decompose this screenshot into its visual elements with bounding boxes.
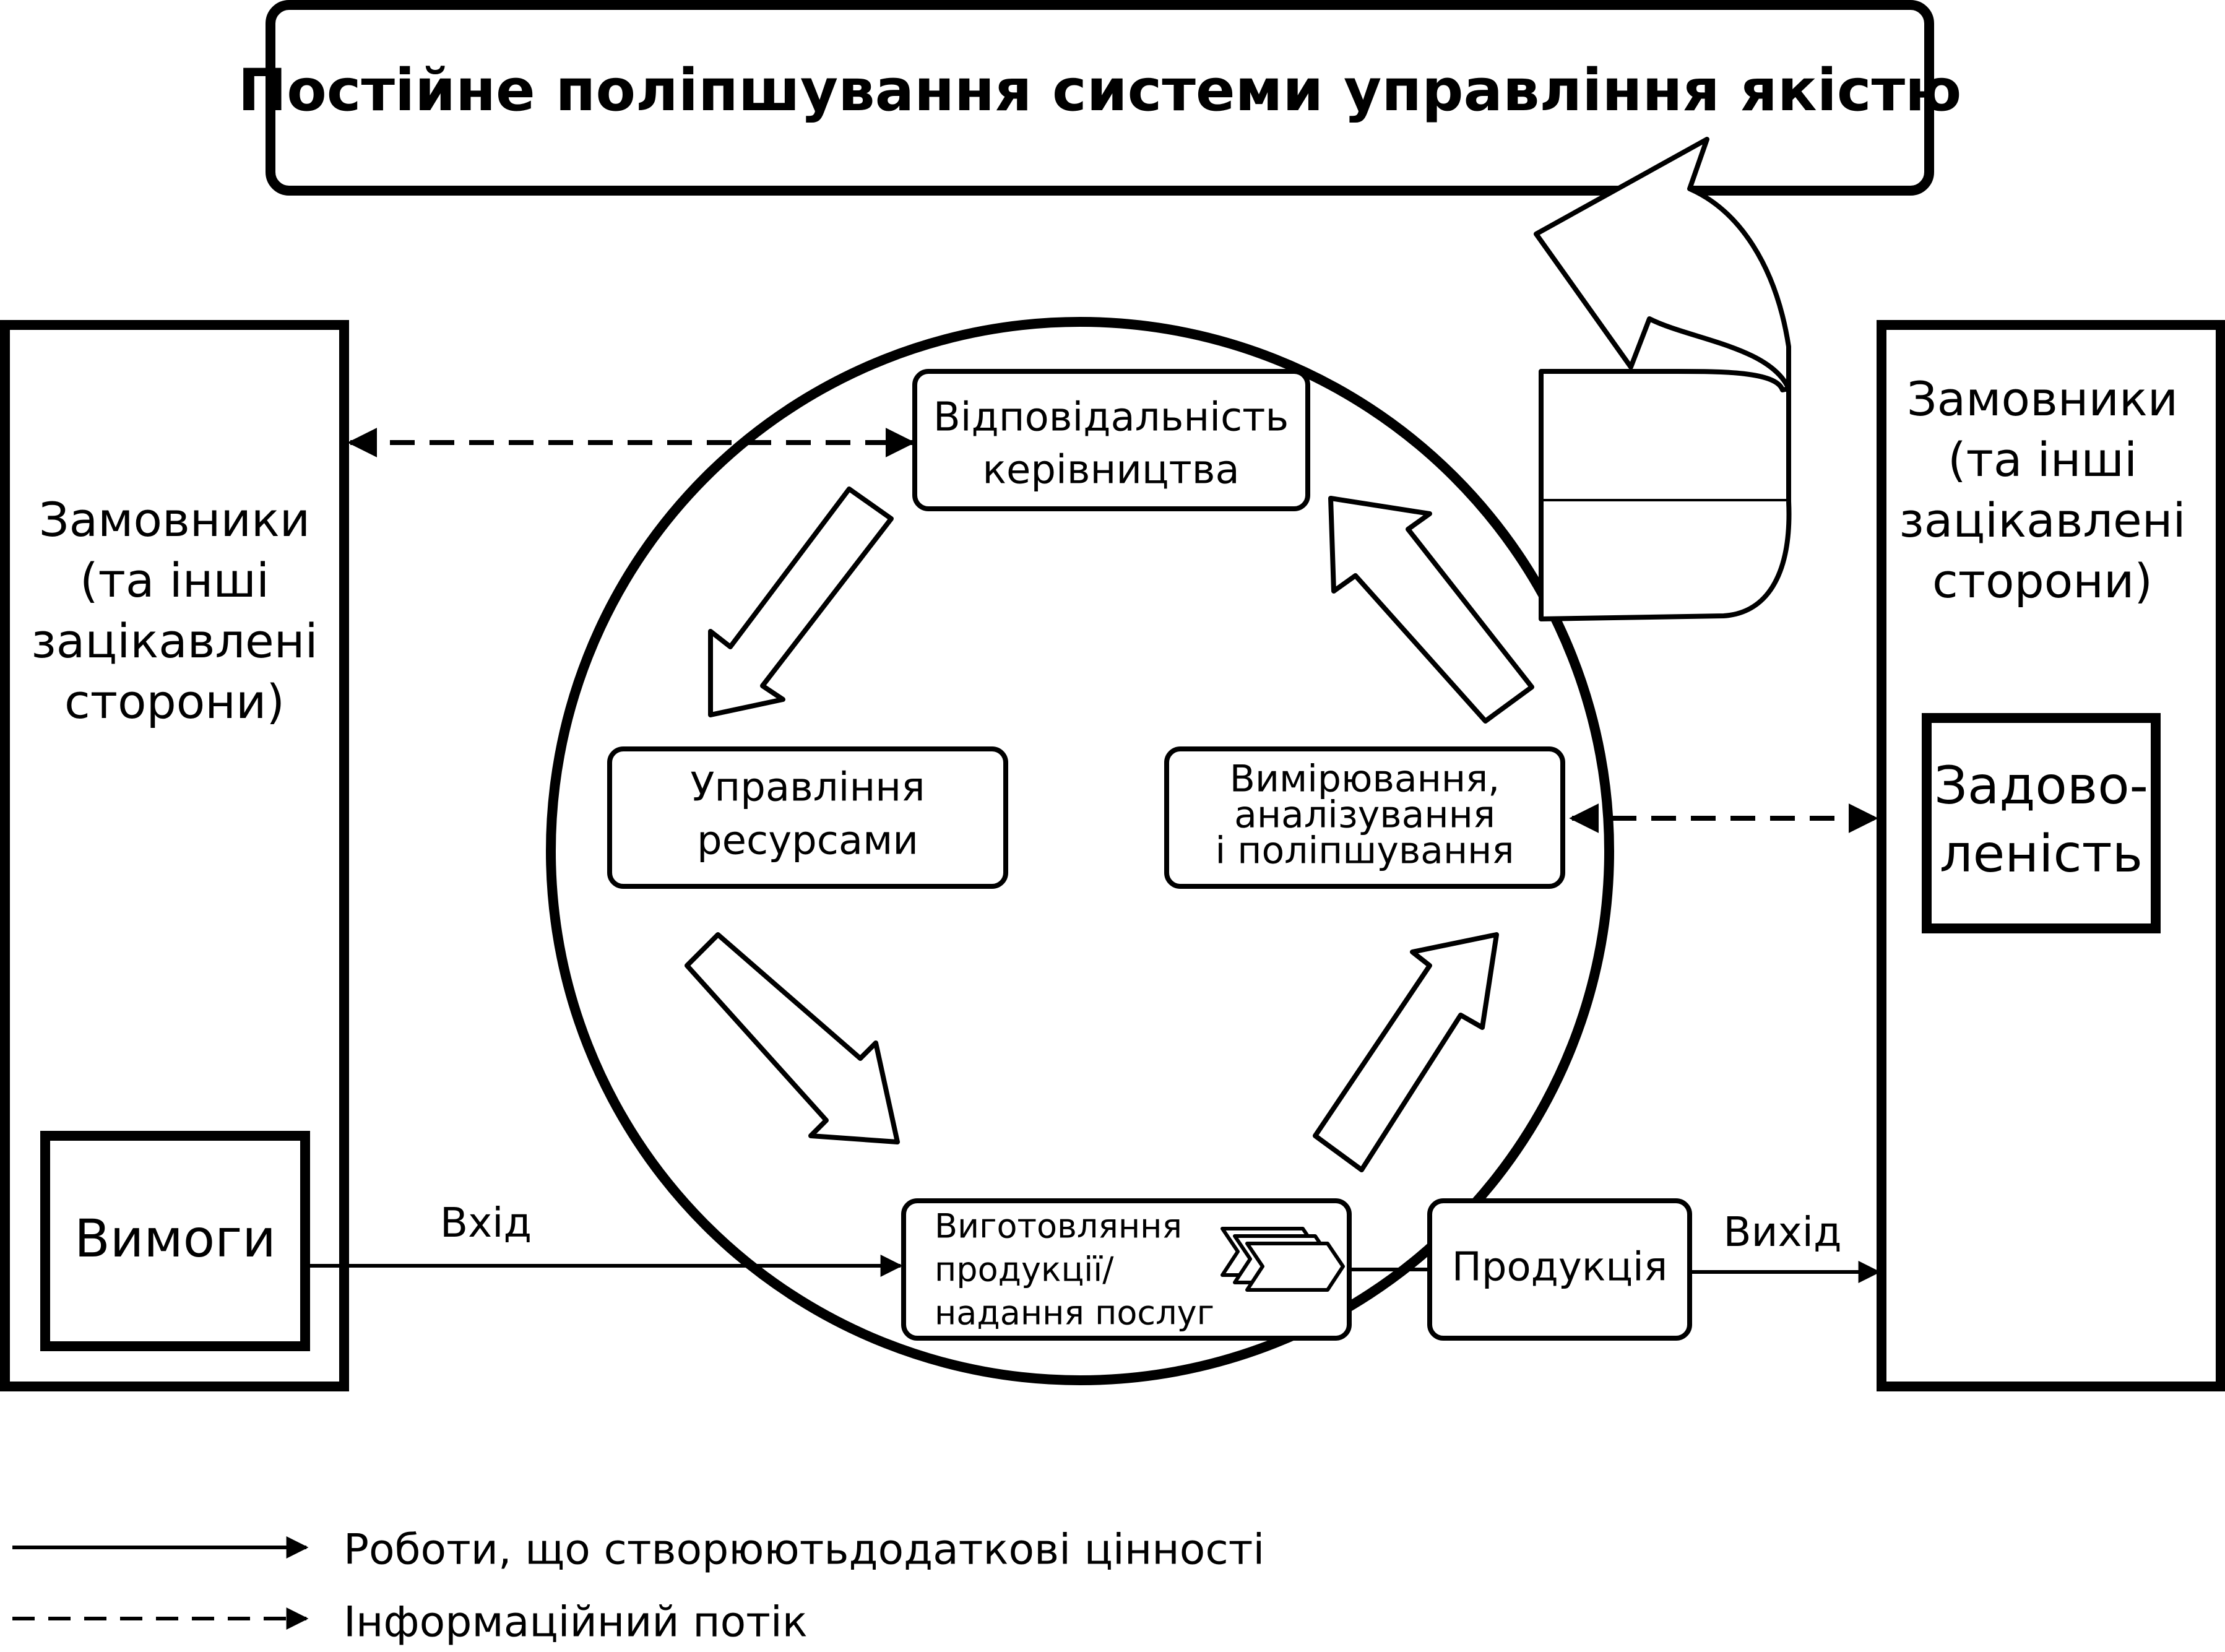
improvement-curved-arrow-body [1539,501,1792,621]
resources-line-1: Управління [690,765,925,811]
right-customers-line-2: (та інші [1948,432,2137,487]
diagram-title: Постійне поліпшування системи управління… [238,57,1962,124]
management-line-2: керівництва [982,448,1239,493]
resource-management-box: Управління ресурсами [607,746,1008,889]
left-customers-line-3: зацікавлені [31,613,318,668]
right-customers-box: Замовники (та інші зацікавлені сторони) … [1877,320,2225,1391]
cycle-arrow-production-to-measurement [1313,932,1499,1172]
management-responsibility-box: Відповідальність керівництва [912,369,1310,511]
right-customers-line-4: сторони) [1932,553,2153,608]
cycle-arrow-resources-to-production [685,932,900,1144]
cycle-arrow-measurement-to-management [1328,496,1534,724]
production-line-1: Виготовляння [935,1207,1182,1246]
satisfaction-box [1922,713,2161,933]
right-customers-line-1: Замовники [1907,371,2178,426]
legend: Роботи, що створюютьдодаткові цінності І… [12,1526,1264,1647]
cycle-arrow-management-to-resources [708,487,894,717]
process-cycle-circle [546,317,1614,1385]
left-customers-line-2: (та інші [80,553,269,608]
output-label: Вихід [1723,1208,1841,1256]
process-chevrons-icon [1221,1227,1345,1292]
resources-line-2: ресурсами [697,818,918,864]
product-label: Продукція [1452,1245,1668,1291]
legend-dashed-label: Інформаційний потік [343,1598,808,1647]
measurement-line-3: і поліпшування [1215,829,1514,873]
requirements-label: Вимоги [74,1208,276,1269]
left-customers-line-1: Замовники [39,492,310,547]
product-box: Продукція [1427,1198,1692,1341]
right-customers-line-3: зацікавлені [1899,493,2185,548]
input-label: Вхід [440,1199,532,1247]
title-box: Постійне поліпшування системи управління… [238,0,1962,196]
production-line-2: продукції/ [935,1250,1114,1289]
measurement-line-2: аналізування [1234,794,1495,837]
measurement-analysis-box: Вимірювання, аналізування і поліпшування [1164,746,1565,889]
measurement-line-1: Вимірювання, [1230,758,1500,801]
management-line-1: Відповідальність [933,395,1289,441]
production-line-3: надання послуг [935,1294,1214,1333]
left-customers-line-4: сторони) [64,674,285,729]
requirements-box [40,1131,310,1351]
satisfaction-line-2: леність [1940,823,2143,884]
left-customers-box: Замовники (та інші зацікавлені сторони) … [0,320,349,1391]
satisfaction-line-1: Задово- [1934,755,2148,816]
improvement-curved-arrow [1534,137,1791,504]
production-box: Виготовляння продукції/ надання послуг [901,1198,1352,1341]
legend-solid-label: Роботи, що створюютьдодаткові цінності [343,1526,1264,1575]
